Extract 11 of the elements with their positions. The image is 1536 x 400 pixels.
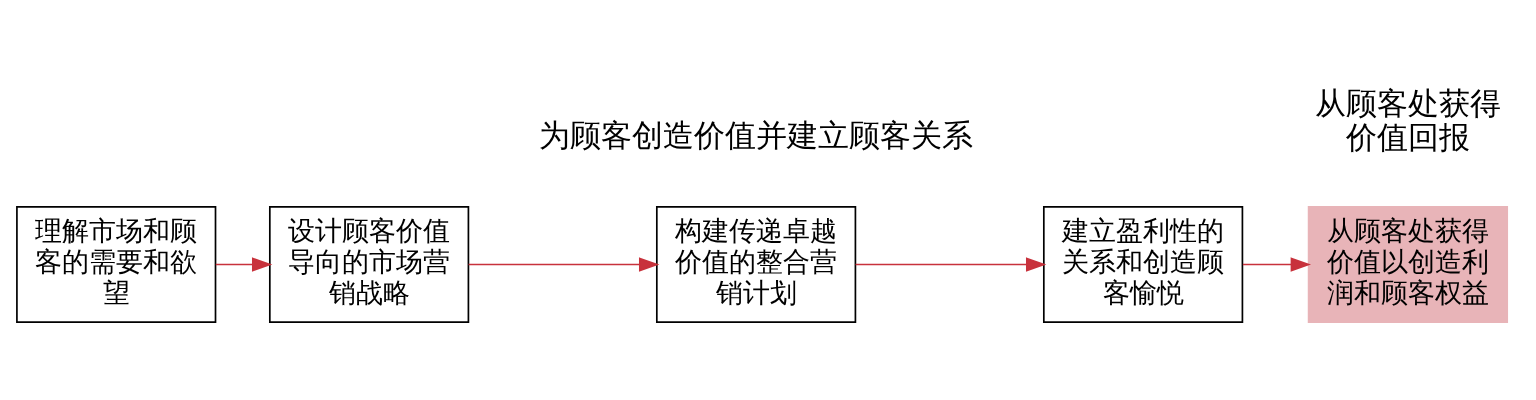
arrow [1242, 257, 1312, 272]
node-box: 从顾客处获得价值以创造利润和顾客权益 [1307, 205, 1509, 324]
arrow [467, 257, 660, 272]
node-box: 构建传递卓越价值的整合营销计划 [655, 205, 857, 324]
node-box: 建立盈利性的关系和创造顾客愉悦 [1042, 205, 1244, 324]
arrow [854, 257, 1047, 272]
label: 从顾客处获得价值回报 [1314, 86, 1501, 156]
label: 为顾客创造价值并建立顾客关系 [539, 118, 974, 154]
arrow [214, 257, 273, 272]
node-box: 设计顾客价值导向的市场营销战略 [268, 205, 470, 324]
node-box: 理解市场和顾客的需要和欲望 [16, 205, 217, 324]
